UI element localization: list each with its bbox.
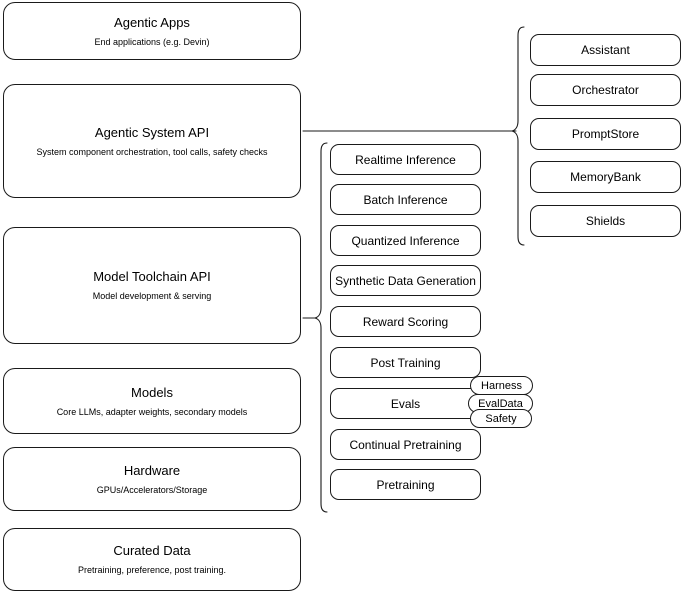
system-item-label: MemoryBank <box>570 170 641 184</box>
toolchain-item-label: Post Training <box>370 355 441 370</box>
toolchain-item-synthetic-data-generation[interactable]: Synthetic Data Generation <box>330 265 481 296</box>
system-item-label: Assistant <box>581 43 630 57</box>
system-item-promptstore[interactable]: PromptStore <box>530 118 681 150</box>
toolchain-item-reward-scoring[interactable]: Reward Scoring <box>330 306 481 337</box>
evals-tag-harness[interactable]: Harness <box>470 376 533 395</box>
layer-box-agentic-system-api[interactable]: Agentic System API System component orch… <box>3 84 301 198</box>
system-item-memorybank[interactable]: MemoryBank <box>530 161 681 193</box>
toolchain-item-quantized-inference[interactable]: Quantized Inference <box>330 225 481 256</box>
layer-title: Agentic Apps <box>114 14 190 30</box>
toolchain-item-evals[interactable]: Evals <box>330 388 481 419</box>
layer-box-models[interactable]: Models Core LLMs, adapter weights, secon… <box>3 368 301 434</box>
layer-subtitle: Pretraining, preference, post training. <box>77 565 227 575</box>
layer-subtitle: System component orchestration, tool cal… <box>36 146 268 157</box>
evals-tag-safety[interactable]: Safety <box>470 409 532 428</box>
layer-title: Hardware <box>123 462 181 478</box>
layer-title: Agentic System API <box>94 124 210 140</box>
system-item-label: Shields <box>585 214 626 228</box>
toolchain-item-continual-pretraining[interactable]: Continual Pretraining <box>330 429 481 460</box>
system-item-label: Orchestrator <box>572 83 639 97</box>
toolchain-item-label: Evals <box>390 396 421 411</box>
toolchain-item-label: Synthetic Data Generation <box>335 273 476 288</box>
toolchain-item-label: Batch Inference <box>363 192 448 207</box>
toolchain-item-label: Realtime Inference <box>355 152 456 167</box>
system-item-orchestrator[interactable]: Orchestrator <box>530 74 681 106</box>
brace-toolchain-components <box>314 142 328 513</box>
layer-subtitle: End applications (e.g. Devin) <box>94 36 210 47</box>
system-item-label: PromptStore <box>571 127 640 141</box>
layer-title: Curated Data <box>113 543 191 558</box>
toolchain-item-label: Continual Pretraining <box>349 437 462 452</box>
layer-box-hardware[interactable]: Hardware GPUs/Accelerators/Storage <box>3 447 301 511</box>
layer-title: Model Toolchain API <box>93 269 211 284</box>
brace-system-components <box>511 26 525 246</box>
system-item-assistant[interactable]: Assistant <box>530 34 681 66</box>
toolchain-item-label: Quantized Inference <box>351 233 460 248</box>
layer-box-agentic-apps[interactable]: Agentic Apps End applications (e.g. Devi… <box>3 2 301 60</box>
toolchain-item-label: Pretraining <box>376 477 435 492</box>
toolchain-item-post-training[interactable]: Post Training <box>330 347 481 378</box>
toolchain-item-batch-inference[interactable]: Batch Inference <box>330 184 481 215</box>
layer-box-curated-data[interactable]: Curated Data Pretraining, preference, po… <box>3 528 301 591</box>
evals-tag-label: Safety <box>485 412 517 425</box>
layer-box-model-toolchain-api[interactable]: Model Toolchain API Model development & … <box>3 227 301 344</box>
layer-subtitle: Model development & serving <box>92 291 212 301</box>
evals-tag-label: Harness <box>481 379 522 392</box>
layer-title: Models <box>131 384 173 400</box>
layer-subtitle: Core LLMs, adapter weights, secondary mo… <box>56 406 248 417</box>
layer-subtitle: GPUs/Accelerators/Storage <box>96 484 208 495</box>
system-item-shields[interactable]: Shields <box>530 205 681 237</box>
toolchain-item-realtime-inference[interactable]: Realtime Inference <box>330 144 481 175</box>
toolchain-item-pretraining[interactable]: Pretraining <box>330 469 481 500</box>
toolchain-item-label: Reward Scoring <box>362 314 449 329</box>
evals-tag-label: EvalData <box>478 397 523 410</box>
